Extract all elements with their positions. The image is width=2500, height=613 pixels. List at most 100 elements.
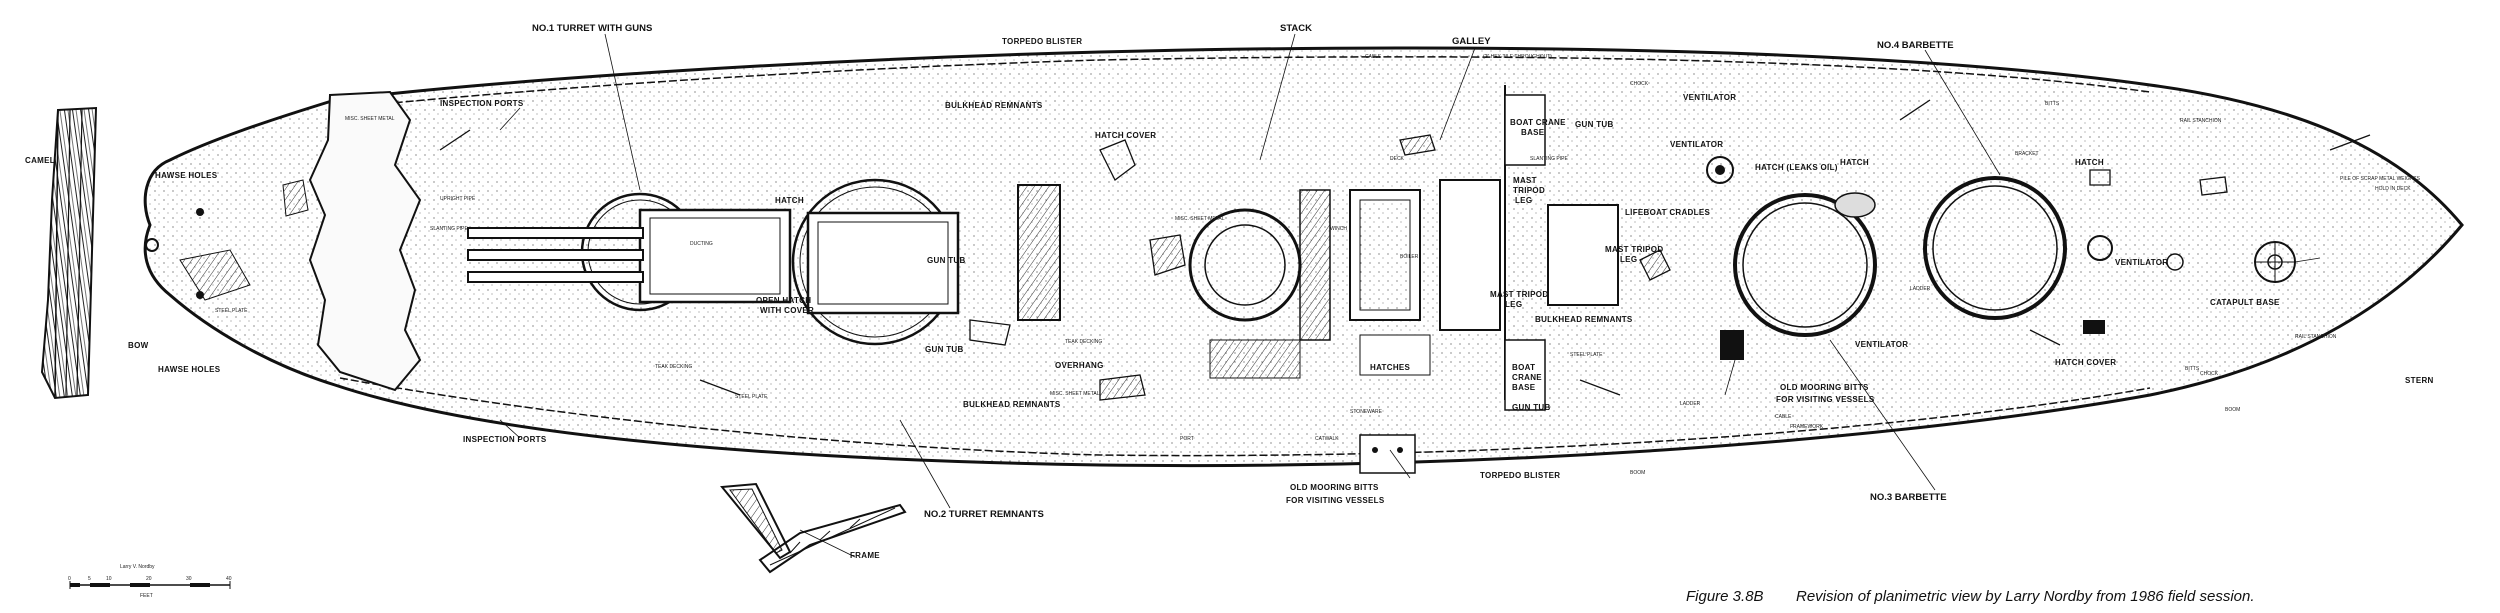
annotation-label: RAIL STANCHION <box>2180 118 2222 124</box>
label-gun-tub-4: GUN TUB <box>1512 403 1551 412</box>
label-old-mooring-2b: FOR VISITING VESSELS <box>1776 395 1875 404</box>
label-old-mooring-1: OLD MOORING BITTS <box>1290 483 1379 492</box>
label-boat-crane-1: BOAT CRANE <box>1510 118 1566 127</box>
annotation-label: PILE OF SCRAP METAL WEIGHTS <box>2340 176 2421 182</box>
label-hatch-cover-1: HATCH COVER <box>1095 131 1156 140</box>
leader-lines <box>499 33 2321 558</box>
label-overhang: OVERHANG <box>1055 361 1104 370</box>
label-stack: STACK <box>1280 23 1312 34</box>
annotation-label: STEEL PLATE <box>735 394 768 400</box>
label-boat-crane-2: BOAT <box>1512 363 1535 372</box>
scale-tick-3: 20 <box>146 576 152 582</box>
label-bulkhead-remnants-1: BULKHEAD REMNANTS <box>945 101 1043 110</box>
catapult-base <box>2254 241 2296 283</box>
label-ventilator-4: VENTILATOR <box>2115 258 2168 267</box>
annotation-label: MISC. SHEET METAL <box>1175 216 1225 222</box>
camel-drawing <box>40 106 98 400</box>
label-lifeboat-cradles: LIFEBOAT CRADLES <box>1625 208 1710 217</box>
label-frame: FRAME <box>850 551 880 560</box>
label-ventilator-3: VENTILATOR <box>1855 340 1908 349</box>
annotation-label: FRAMEWORK <box>1790 424 1824 430</box>
no3-barbette <box>1733 192 1877 337</box>
annotation-label: STEEL PLATE <box>215 308 248 314</box>
annotation-label: BITTS <box>2185 366 2200 372</box>
label-bulkhead-remnants-2: BULKHEAD REMNANTS <box>963 400 1061 409</box>
label-ventilator-2: VENTILATOR <box>1683 93 1736 102</box>
caption-figure-number: Figure 3.8B <box>1686 588 1764 605</box>
label-hatch-cover-2: HATCH COVER <box>2055 358 2116 367</box>
scale-tick-2: 10 <box>106 576 112 582</box>
label-torpedo-blister-lower: TORPEDO BLISTER <box>1480 471 1560 480</box>
no1-turret <box>467 192 792 312</box>
label-mast-1: MAST <box>1513 176 1537 185</box>
annotation-label: TEAK DECKING <box>1065 339 1102 345</box>
annotation-label: CABLE <box>1365 54 1382 60</box>
label-mast-1b: TRIPOD <box>1513 186 1545 195</box>
label-hatches: HATCHES <box>1370 363 1411 372</box>
label-no1-turret: NO.1 TURRET WITH GUNS <box>532 23 652 34</box>
label-mast-2b: LEG <box>1620 255 1637 264</box>
label-galley: GALLEY <box>1452 36 1491 47</box>
annotation-label: PORT <box>1180 436 1194 442</box>
label-inspection-ports-lower: INSPECTION PORTS <box>463 435 547 444</box>
label-inspection-ports-upper: INSPECTION PORTS <box>440 99 524 108</box>
figure-caption: Figure 3.8B Revision of planimetric view… <box>1686 588 2255 605</box>
label-galley-note: (2" HEX-TILE THROUGHOUT) <box>1483 54 1552 60</box>
label-hawse-holes-lower: HAWSE HOLES <box>158 365 221 374</box>
label-hatch-3: HATCH <box>2075 158 2104 167</box>
label-catapult-base: CATAPULT BASE <box>2210 298 2280 307</box>
label-no2-turret: NO.2 TURRET REMNANTS <box>924 509 1044 520</box>
label-mast-1c: LEG <box>1515 196 1532 205</box>
label-boat-crane-2c: BASE <box>1512 383 1536 392</box>
label-torpedo-blister-upper: TORPEDO BLISTER <box>1002 37 1082 46</box>
label-boat-crane-1b: BASE <box>1521 128 1545 137</box>
caption-text: Revision of planimetric view by Larry No… <box>1796 588 2255 605</box>
label-gun-tub-2: GUN TUB <box>925 345 964 354</box>
annotation-label: RAIL STANCHION <box>2295 334 2337 340</box>
annotation-label: STONEWARE <box>1350 409 1383 415</box>
annotation-label: BOOM <box>2225 407 2240 413</box>
annotation-label: BRACKET <box>2015 151 2039 157</box>
frame-drawing <box>720 482 907 574</box>
annotation-label: UPRIGHT PIPE <box>440 196 476 202</box>
label-hatch-1: HATCH <box>775 196 804 205</box>
credit-text: Larry V. Nordby <box>120 564 155 570</box>
label-gun-tub-1: GUN TUB <box>927 256 966 265</box>
superstructure <box>1017 85 1619 474</box>
annotation-label: CABLE <box>1775 414 1792 420</box>
bow-wreckage <box>145 90 422 392</box>
annotation-label: HOLD IN DECK <box>2375 186 2411 192</box>
label-boat-crane-2b: CRANE <box>1512 373 1542 382</box>
annotation-label: CHOCK <box>2200 371 2219 377</box>
label-mast-3b: LEG <box>1505 300 1522 309</box>
scale-bar: Larry V. Nordby 0 5 10 20 30 40 FEET <box>68 564 232 599</box>
scale-tick-4: 30 <box>186 576 192 582</box>
debris-field <box>439 99 2371 401</box>
label-gun-tub-3: GUN TUB <box>1575 120 1614 129</box>
annotation-label: LADDER <box>1910 286 1931 292</box>
label-camel: CAMEL <box>25 156 55 165</box>
annotation-label: MISC. SHEET METAL <box>1050 391 1100 397</box>
no4-barbette <box>1923 176 2067 320</box>
label-hatch-2: HATCH <box>1840 158 1869 167</box>
labels: CAMEL BOW STERN HAWSE HOLES HAWSE HOLES … <box>25 23 2434 560</box>
scale-tick-1: 5 <box>88 576 91 582</box>
label-open-hatch: OPEN HATCH <box>756 296 811 305</box>
annotation-label: BOOM <box>1630 470 1645 476</box>
annotation-label: DECK <box>1390 156 1405 162</box>
label-mast-3: MAST TRIPOD <box>1490 290 1548 299</box>
ventilators <box>1706 156 2184 360</box>
scale-unit: FEET <box>140 593 153 599</box>
label-bow: BOW <box>128 341 149 350</box>
annotation-label: MISC. SHEET METAL <box>345 116 395 122</box>
annotation-label: BITTS <box>2045 101 2060 107</box>
label-ventilator-1: VENTILATOR <box>1670 140 1723 149</box>
label-stern: STERN <box>2405 376 2434 385</box>
label-no3-barbette: NO.3 BARBETTE <box>1870 492 1947 503</box>
label-hatch-leaks-oil: HATCH (LEAKS OIL) <box>1755 163 1838 172</box>
no2-turret <box>791 178 960 346</box>
minor-labels: STEEL PLATE STEEL PLATE STEEL PLATE MISC… <box>215 54 2421 476</box>
label-mast-2: MAST TRIPOD <box>1605 245 1663 254</box>
annotation-label: WINCH <box>1330 226 1347 232</box>
